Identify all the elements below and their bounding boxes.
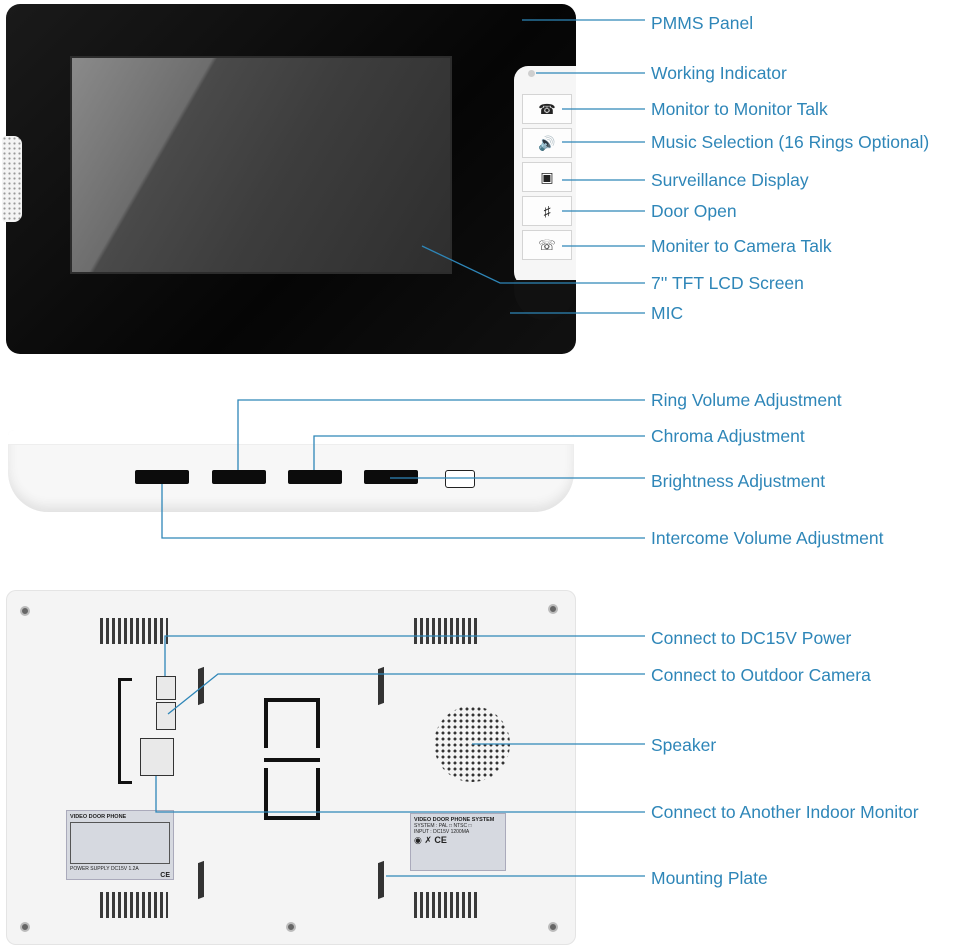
phone-icon: ☏ xyxy=(538,236,556,253)
callout-label-another: Connect to Another Indoor Monitor xyxy=(651,802,919,822)
callout-line-chroma xyxy=(313,435,645,470)
spec-label-left: VIDEO DOOR PHONE POWER SUPPLY DC15V 1.2A… xyxy=(66,810,174,880)
callout-label-lcd: 7'' TFT LCD Screen xyxy=(651,273,804,293)
callout-label-m2c: Moniter to Camera Talk xyxy=(651,236,832,256)
vent-top-left xyxy=(100,618,168,644)
screw-icon xyxy=(548,604,558,614)
spec-system: SYSTEM : PAL xyxy=(414,823,448,829)
spec-label-title: VIDEO DOOR PHONE SYSTEM xyxy=(414,817,495,823)
callout-label-outdoor: Connect to Outdoor Camera xyxy=(651,665,871,685)
camera-talk-button[interactable]: ☏ xyxy=(522,230,572,260)
callout-label-mount: Mounting Plate xyxy=(651,868,768,888)
outdoor-camera-terminal[interactable] xyxy=(156,702,176,730)
vent-bottom-right xyxy=(414,892,480,918)
intercom-volume-slot[interactable] xyxy=(135,470,189,484)
cable-channel xyxy=(118,678,132,784)
spec-ntsc: NTSC xyxy=(453,823,468,829)
callout-line-outdoor xyxy=(167,673,645,715)
lcd-screen xyxy=(70,56,452,274)
callout-label-dc: Connect to DC15V Power xyxy=(651,628,852,648)
wiring-diagram xyxy=(70,822,170,864)
callout-label-mic: MIC xyxy=(651,303,684,323)
callout-label-intercom: Intercome Volume Adjustment xyxy=(651,528,884,548)
vent-bottom-left xyxy=(100,892,168,918)
callout-label-pmms: PMMS Panel xyxy=(651,13,754,33)
callout-line-ring xyxy=(237,399,645,470)
ce-mark-left: CE xyxy=(160,872,170,879)
spec-input: INPUT : DC15V xyxy=(414,829,450,835)
callout-label-speaker: Speaker xyxy=(651,735,717,755)
key-icon: ♯ xyxy=(543,203,551,219)
spec-label-right: VIDEO DOOR PHONE SYSTEM SYSTEM : PAL □ N… xyxy=(410,813,506,871)
screw-icon xyxy=(286,922,296,932)
callout-label-door: Door Open xyxy=(651,201,737,221)
callout-line-another xyxy=(155,776,645,813)
callout-label-chroma: Chroma Adjustment xyxy=(651,426,805,446)
vent-top-right xyxy=(414,618,480,644)
chroma-slot[interactable] xyxy=(288,470,342,484)
surveillance-button[interactable]: ▣ xyxy=(522,162,572,192)
ce-mark: CE xyxy=(434,835,447,845)
callout-line-lcd xyxy=(421,245,645,284)
ring-volume-slot[interactable] xyxy=(212,470,266,484)
intercom-icon: ☎ xyxy=(538,100,556,117)
screw-icon xyxy=(20,606,30,616)
bottom-port xyxy=(445,470,475,488)
working-indicator-dot xyxy=(528,70,535,77)
callout-line-intercom xyxy=(161,484,645,539)
monitor-bottom-edge xyxy=(8,430,574,445)
callout-label-bright: Brightness Adjustment xyxy=(651,471,826,491)
front-side-grill xyxy=(2,136,22,222)
brightness-slot[interactable] xyxy=(364,470,418,484)
screw-icon xyxy=(548,922,558,932)
callout-label-ring: Ring Volume Adjustment xyxy=(651,390,842,410)
callout-label-surv: Surveillance Display xyxy=(651,170,809,190)
person-icon: ▣ xyxy=(540,168,554,185)
spec-current: 1200MA xyxy=(450,829,470,835)
dc-power-terminal[interactable] xyxy=(156,676,176,700)
spec-power: POWER SUPPLY DC15V 1.2A xyxy=(70,866,139,872)
screw-icon xyxy=(20,922,30,932)
callout-label-music: Music Selection (16 Rings Optional) xyxy=(651,132,930,152)
callout-label-working: Working Indicator xyxy=(651,63,787,83)
spec-label-left-title: VIDEO DOOR PHONE xyxy=(70,814,127,820)
callout-label-m2m: Monitor to Monitor Talk xyxy=(651,99,828,119)
callout-line-dc xyxy=(164,635,645,676)
speaker-icon: 🔊 xyxy=(538,134,556,151)
indoor-monitor-terminal[interactable] xyxy=(140,738,174,776)
music-button[interactable]: 🔊 xyxy=(522,128,572,158)
